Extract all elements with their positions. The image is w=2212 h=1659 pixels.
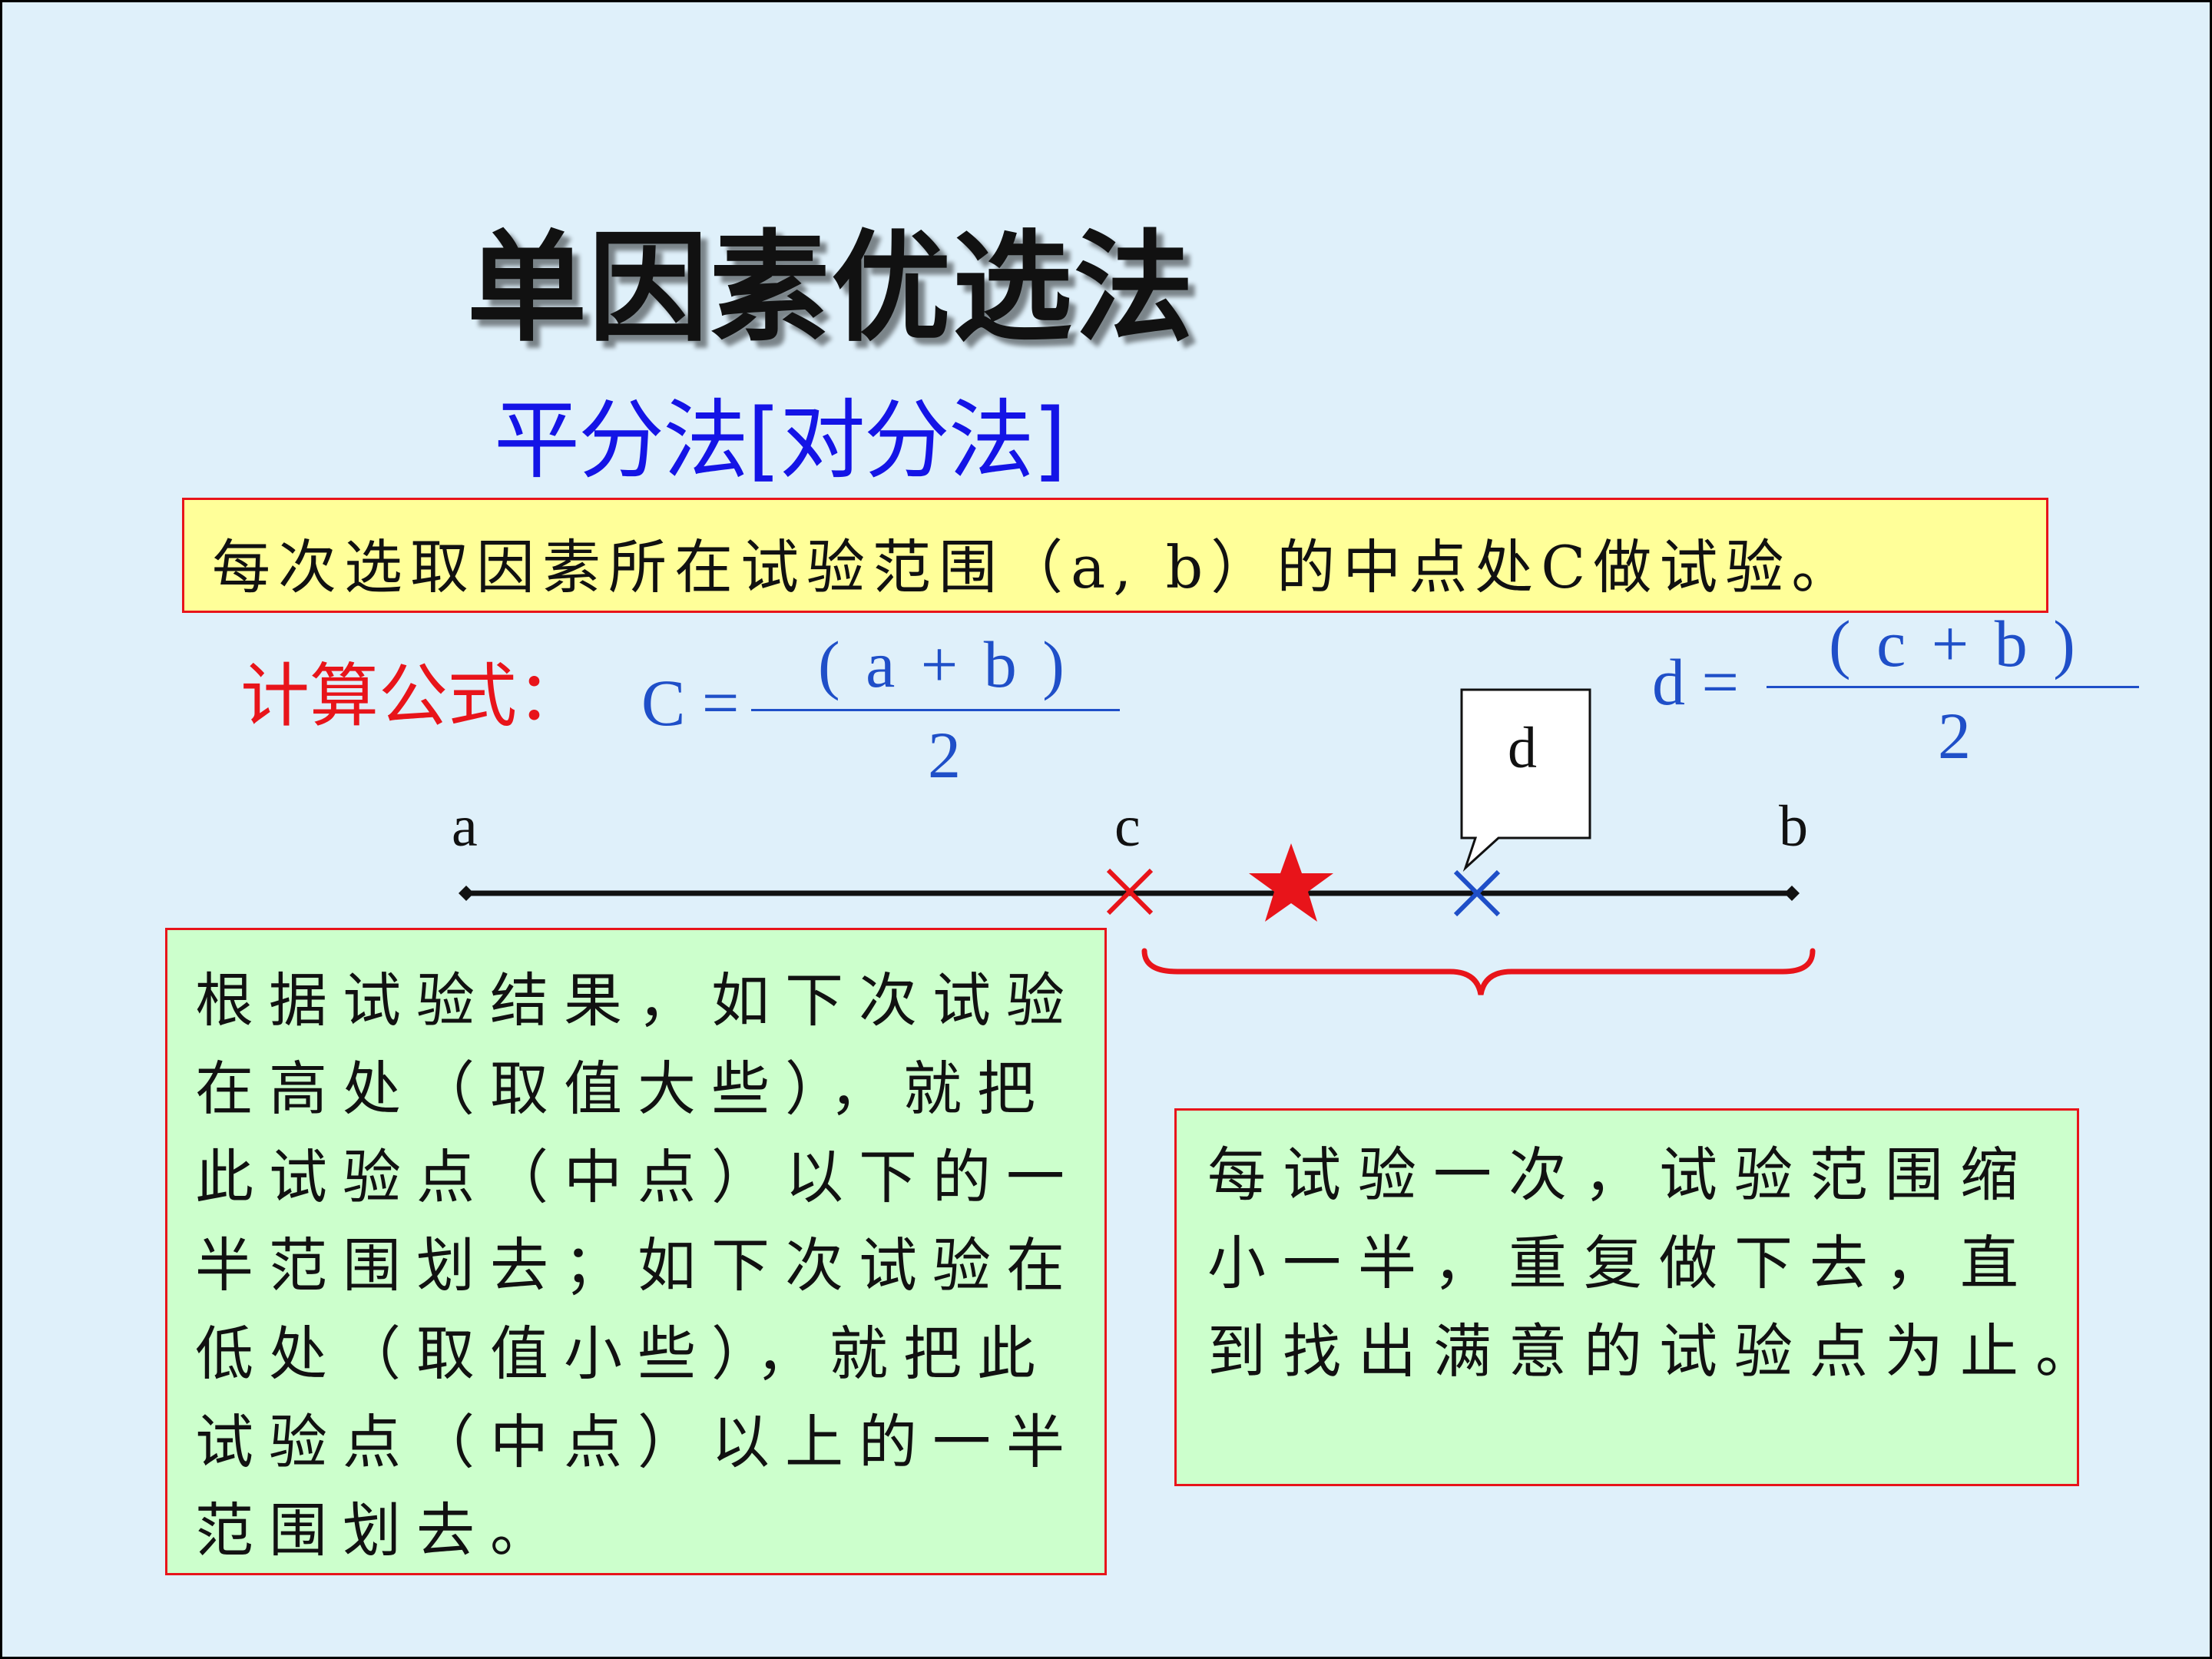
formula-d-denominator: 2 bbox=[1938, 699, 1971, 773]
marker-d-cross bbox=[1453, 869, 1501, 917]
callout-d-box bbox=[1460, 688, 1591, 872]
marker-c-cross bbox=[1106, 868, 1154, 916]
formula-d-fraction-bar bbox=[1767, 686, 2139, 688]
formula-c-denominator: 2 bbox=[928, 718, 961, 792]
label-a: a bbox=[452, 794, 478, 859]
formula-label: 计算公式： bbox=[240, 656, 586, 737]
subtitle: 平分法[对分法] bbox=[494, 391, 1066, 491]
right-note-line: 小一半，重复做下去，直 bbox=[1207, 1229, 2035, 1297]
left-note-line: 此试验点（中点）以下的一 bbox=[195, 1143, 1080, 1211]
range-brace bbox=[1141, 948, 1816, 995]
left-note-line: 根据试验结果，如下次试验 bbox=[195, 966, 1080, 1035]
star-icon bbox=[1249, 843, 1333, 922]
left-note-box: 根据试验结果，如下次试验 在高处（取值大些），就把 此试验点（中点）以下的一 半… bbox=[165, 928, 1107, 1575]
left-note-line: 低处（取值小些），就把此 bbox=[195, 1320, 1051, 1388]
right-note-line: 到找出满意的试验点为止。 bbox=[1207, 1317, 2111, 1386]
left-note-line: 在高处（取值大些），就把 bbox=[195, 1055, 1051, 1123]
right-note-box: 每试验一次，试验范围缩 小一半，重复做下去，直 到找出满意的试验点为止。 bbox=[1174, 1108, 2111, 1486]
page-title: 单因素优选法 bbox=[467, 218, 1195, 358]
formula-c-lhs: C = bbox=[641, 666, 740, 740]
endpoint-b-diamond bbox=[1784, 886, 1800, 901]
left-note-line: 试验点（中点）以上的一半 bbox=[195, 1408, 1080, 1476]
callout-d-label: d bbox=[1508, 716, 1537, 780]
definition-text: 每次选取因素所在试验范围（a, b）的中点处C做试验。 bbox=[212, 533, 1858, 601]
left-note-line: 范围划去。 bbox=[195, 1496, 564, 1565]
endpoint-a-diamond bbox=[459, 886, 474, 901]
formula-c-numerator: ( a + b ) bbox=[818, 628, 1069, 701]
definition-box: 每次选取因素所在试验范围（a, b）的中点处C做试验。 bbox=[182, 498, 2048, 613]
left-note-line: 半范围划去；如下次试验在 bbox=[195, 1231, 1080, 1300]
right-note-line: 每试验一次，试验范围缩 bbox=[1207, 1141, 2035, 1209]
label-b: b bbox=[1779, 794, 1808, 859]
formula-c-fraction-bar bbox=[751, 709, 1120, 711]
formula-d-lhs: d = bbox=[1652, 645, 1740, 719]
label-c: c bbox=[1114, 794, 1141, 859]
formula-d-numerator: ( c + b ) bbox=[1829, 607, 2080, 680]
